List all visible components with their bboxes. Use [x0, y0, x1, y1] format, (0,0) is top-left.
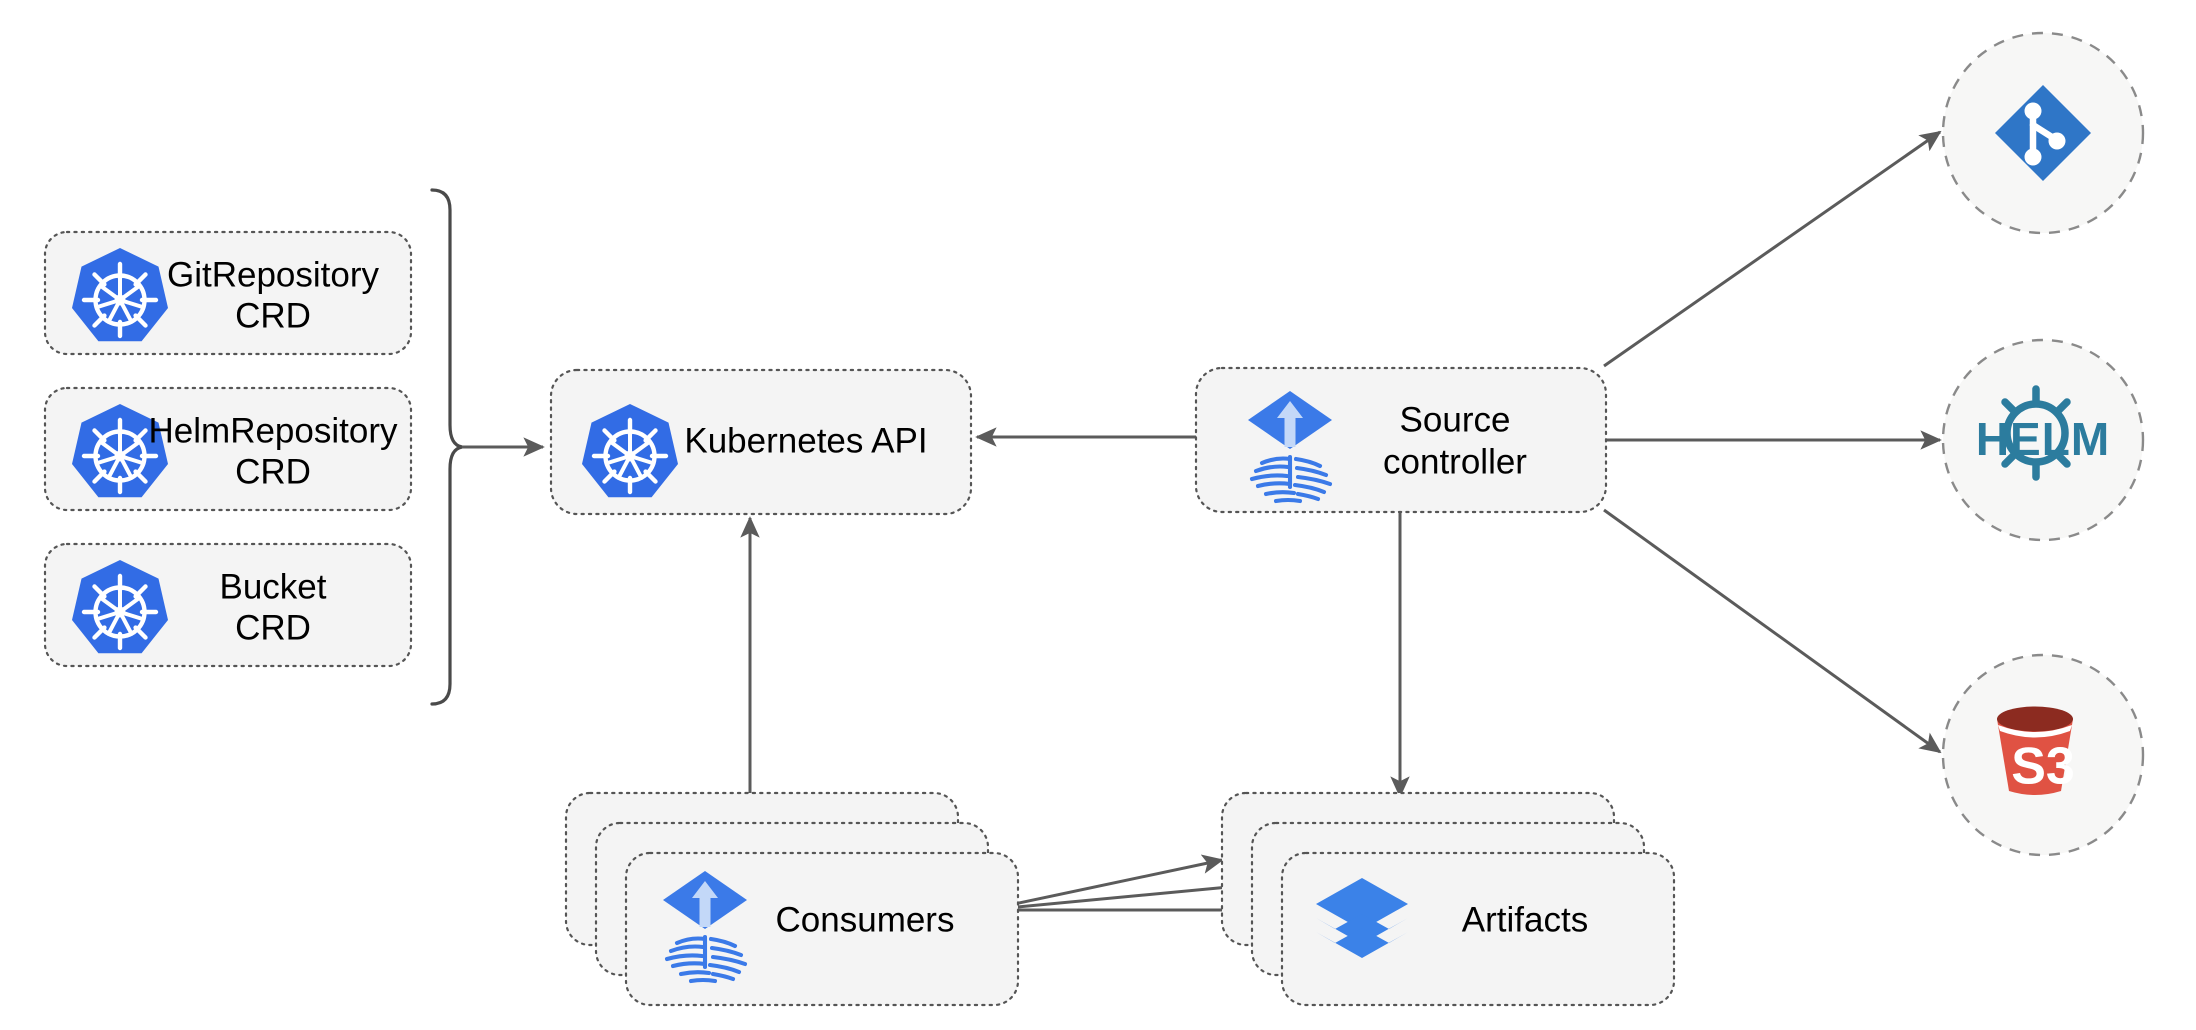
- diagram-edges: [462, 130, 1942, 920]
- helm-source-background: [1941, 338, 2145, 542]
- crd-label-line2: CRD: [235, 608, 311, 647]
- node-helm-source[interactable]: HELM: [1941, 338, 2145, 542]
- artifacts-label: Artifacts: [1462, 900, 1588, 939]
- kubernetes-api-label: Kubernetes API: [684, 421, 927, 460]
- source-controller-label-line1: Source: [1400, 400, 1511, 439]
- crd-label-line1: Bucket: [220, 567, 327, 606]
- node-kubernetes-api[interactable]: Kubernetes API: [549, 368, 973, 516]
- node-source-controller[interactable]: Source controller: [1194, 366, 1608, 514]
- consumers-label: Consumers: [776, 900, 955, 939]
- node-git-source[interactable]: [1941, 31, 2145, 235]
- edge-source-controller-to-s3: [1603, 508, 1942, 754]
- crd-card-helm-repository[interactable]: HelmRepository CRD: [43, 386, 413, 512]
- crd-card-bucket[interactable]: Bucket CRD: [43, 542, 413, 668]
- crd-label-line1: HelmRepository: [149, 411, 398, 450]
- source-controller-background: [1194, 366, 1608, 514]
- node-consumers[interactable]: Consumers: [564, 791, 1020, 1007]
- edge-consumers-to-artifacts-2: [985, 877, 1252, 912]
- crd-label-line2: CRD: [235, 452, 311, 491]
- node-artifacts[interactable]: Artifacts: [1220, 791, 1676, 1007]
- edge-source-controller-to-git: [1603, 130, 1942, 368]
- s3-wordmark: S3: [2011, 738, 2075, 796]
- crd-group: GitRepository CRD HelmRepository CRD Buc…: [43, 230, 413, 668]
- source-controller-label-line2: controller: [1383, 442, 1527, 481]
- node-s3-source[interactable]: S3: [1941, 653, 2145, 857]
- crd-label-line2: CRD: [235, 296, 311, 335]
- helm-wordmark: HELM: [1976, 413, 2110, 465]
- edge-consumers-to-artifacts-1: [985, 854, 1224, 912]
- crd-label-line1: GitRepository: [167, 255, 380, 294]
- crd-group-brace: [430, 188, 463, 706]
- crd-card-git-repository[interactable]: GitRepository CRD: [43, 230, 413, 356]
